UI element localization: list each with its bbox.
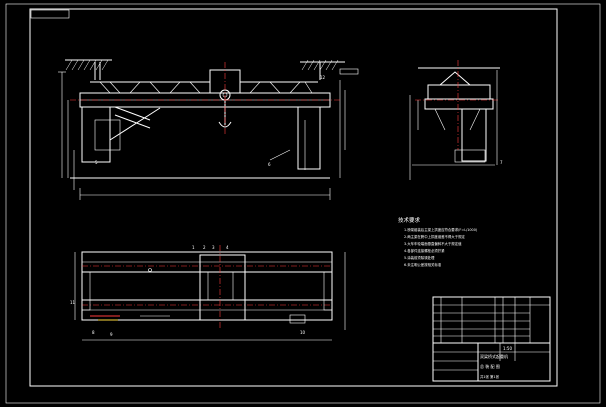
side-elevation-view (409, 60, 500, 180)
sheet-outer-frame (5, 3, 601, 404)
right-end-carriage (297, 106, 321, 170)
note-line-4: 4.各部件连接螺栓必须拧紧 (404, 248, 445, 253)
note-line-5: 5.涂装前须除锈处理 (404, 255, 435, 260)
trolley-roof (438, 71, 472, 86)
trolley-plan (199, 254, 246, 321)
right-end-beam-plan (323, 271, 333, 311)
drawing-name-line-2: 总 装 配 图 (480, 363, 500, 369)
right-wall-hatch (300, 59, 359, 80)
note-line-6: 6.未注明公差按相关标准 (404, 262, 442, 267)
front-elevation-view (58, 59, 359, 200)
note-line-3: 3.大车车轮端面垂直偏斜不大于规定值 (404, 241, 462, 246)
technical-notes: 技术要求 1.桥架组装后主梁上拱度应符合要求(F=L/1000) 2.两主梁在跨… (398, 216, 478, 267)
left-end-beam-plan (81, 271, 91, 311)
scale-value: 1:50 (503, 346, 512, 351)
note-line-1: 1.桥架组装后主梁上拱度应符合要求(F=L/1000) (404, 227, 478, 232)
note-line-2: 2.两主梁在跨中上拱度误差不得大于规定 (404, 234, 465, 239)
sheet-border (29, 8, 558, 387)
operator-cab (94, 119, 121, 151)
notes-heading: 技术要求 (398, 216, 421, 224)
walkway-railing (90, 81, 318, 94)
plan-view (74, 245, 346, 341)
side-end-carriage (461, 108, 487, 162)
trolley-hoist (209, 62, 241, 135)
title-block: 双梁桥式起重机 总 装 配 图 1:50 共1张 第1张 (432, 296, 551, 382)
drawing-name-line-1: 双梁桥式起重机 (480, 353, 508, 359)
left-end-carriage (81, 106, 111, 163)
sheet-count: 共1张 第1张 (480, 374, 500, 379)
left-wall-hatch (65, 59, 112, 80)
drawing-number-box (30, 9, 70, 19)
